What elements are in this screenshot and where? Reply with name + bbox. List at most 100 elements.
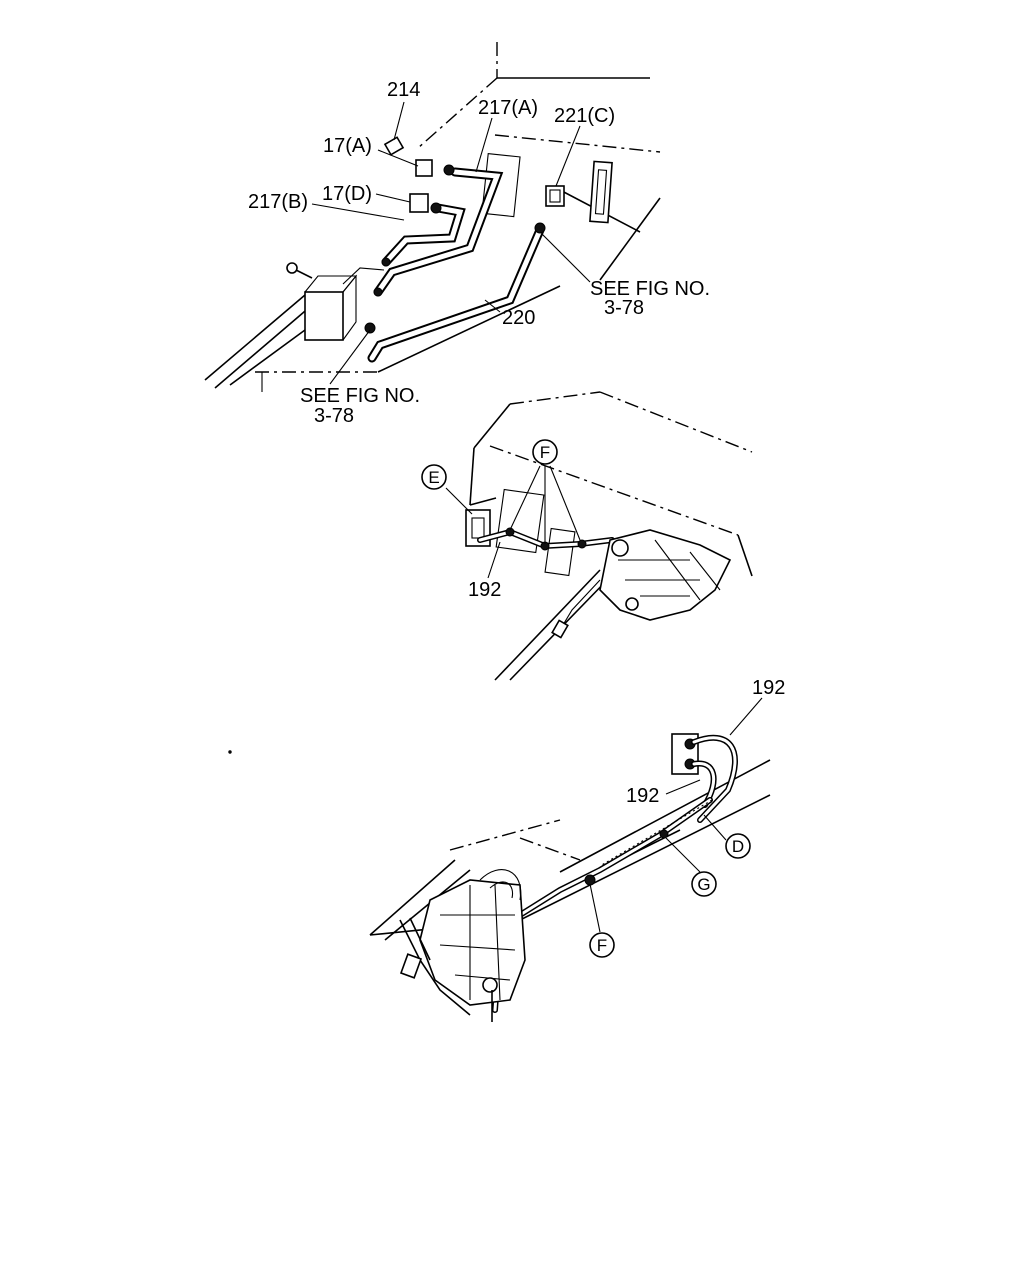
panel-recess [589,160,613,224]
body-line [377,285,561,373]
callout-d: D [725,833,751,859]
pipe-220-inner [369,227,543,361]
body-line [599,391,753,453]
engine-underside [419,879,526,1006]
panel-opening [544,527,576,577]
see-fig-right-line2: 3-78 [604,297,644,319]
leader-f [589,883,601,933]
nut [381,257,391,267]
leader-214 [393,101,405,141]
leader-g [665,837,701,873]
body-line [473,403,511,449]
clip-17a [415,159,433,177]
body-line [417,77,498,149]
valve-side [342,274,357,341]
body-line [369,859,456,936]
pipe-217a-inner [375,169,501,295]
label-192-mid: 192 [626,785,659,807]
engine-fitting [611,539,629,557]
leader-221c [555,125,581,187]
rod [409,917,431,961]
clip-17d [409,193,429,213]
nut [443,164,455,176]
leader-192 [487,541,501,579]
callout-f-bottom-letter: F [597,936,607,955]
clamp-f [505,527,515,537]
body-line [737,534,753,577]
clamp-f [584,874,596,886]
valve-pipe [342,267,385,285]
body-line [509,391,601,405]
leader-17d [375,193,411,203]
top-view: 214 217(A) 221(C) 17(A) 17(D) 217(B) 220… [204,42,710,427]
label-214: 214 [387,79,420,101]
rod [399,919,471,1016]
label-217b: 217(B) [248,191,308,213]
pipe-217a [373,167,504,297]
leader-f [549,465,581,541]
clip-221c [545,185,565,207]
corrugated-tube [599,799,713,867]
label-192-top: 192 [752,677,785,699]
callout-e: E [421,464,447,490]
clip-221c-inner [549,189,561,203]
leader-192-top [729,697,763,736]
body-line [494,569,601,681]
label-17a: 17(A) [323,135,372,157]
leader-see-fig-right [541,233,591,283]
fitting [482,977,498,993]
body-line [599,197,661,281]
body-line [204,294,306,381]
bracket [399,953,423,979]
callout-f-bottom: F [589,932,615,958]
body-line [469,497,497,506]
leader-d [703,814,727,841]
bolt-214 [383,136,405,156]
see-fig-right-line1: SEE FIG NO. [590,278,710,300]
engine-underside-detail [439,884,516,1001]
leader-e [445,487,473,515]
callout-d-letter: D [732,837,744,856]
pipe-curve [489,881,514,899]
nut [373,287,383,297]
body-line [449,819,561,851]
callout-g-letter: G [697,875,710,894]
nut [534,222,546,234]
engine-detail [618,539,721,601]
label-217a: 217(A) [478,97,538,119]
callout-f: F [532,439,558,465]
body-line [214,299,319,389]
stray-dot [228,750,232,754]
cable-end [551,619,569,639]
valve-knob [286,262,298,274]
label-221c: 221(C) [554,105,615,127]
leader-17a [377,149,419,167]
body-line [229,329,306,386]
clamp-f [577,539,587,549]
body-line [519,837,581,861]
middle-view: E F 192 [421,391,753,681]
callout-g: G [691,871,717,897]
bottom-view: 192 192 D G F [228,677,785,1022]
nut [430,202,442,214]
callout-f-letter: F [540,443,550,462]
label-192: 192 [468,579,501,601]
leader-217a [475,117,493,173]
leader-217b [311,203,405,221]
pipe-217b-inner [383,205,464,265]
body-line [469,447,475,506]
harness-192-loop-inner [692,736,737,822]
body-line [384,869,471,941]
see-fig-left-line1: SEE FIG NO. [300,385,420,407]
label-220: 220 [502,307,535,329]
body-line [519,794,771,921]
callout-e-letter: E [428,468,439,487]
body-line [489,445,739,536]
leader-220 [484,299,501,313]
body-line [494,134,661,153]
see-fig-left-line2: 3-78 [314,405,354,427]
label-17d: 17(D) [322,183,372,205]
leader-f [509,465,541,531]
clamp-g [659,829,669,839]
